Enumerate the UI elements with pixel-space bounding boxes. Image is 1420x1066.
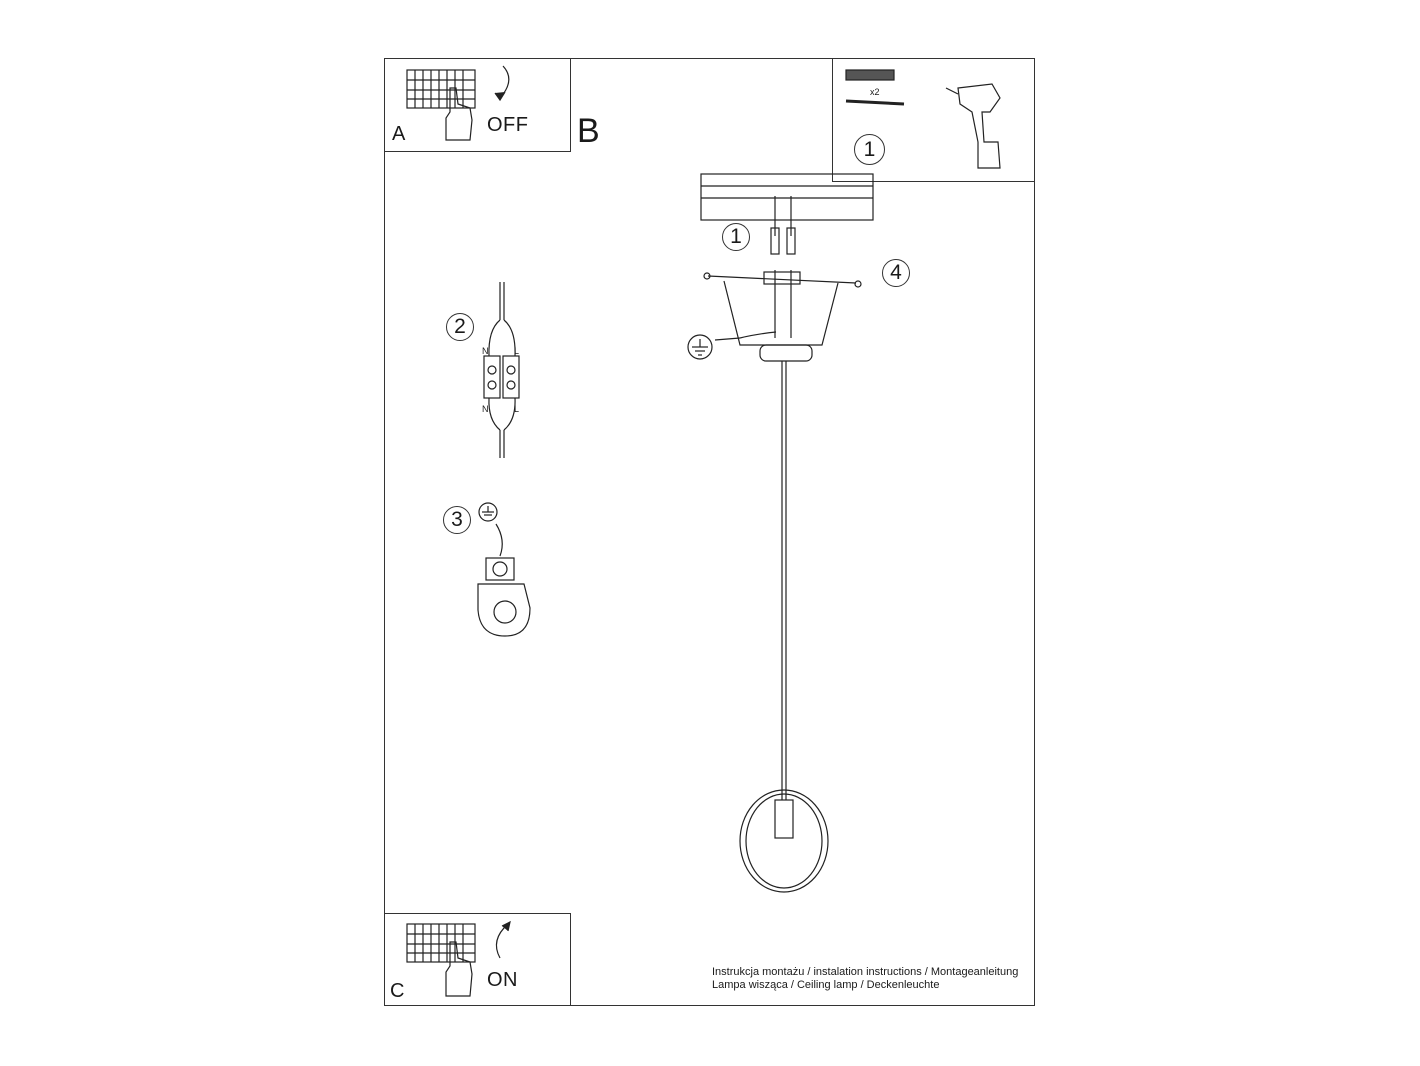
step-3-ground-callout: 3: [443, 506, 471, 534]
hand-icon: [445, 941, 473, 997]
terminal-n-top: N: [482, 346, 489, 356]
drill-icon: [945, 83, 1001, 169]
panel-c-label: C: [390, 980, 405, 1002]
ground-symbol-icon: [478, 502, 498, 522]
dowel-icon: [786, 227, 796, 255]
step-1-dowel-callout: 1: [722, 223, 750, 251]
hand-icon: [445, 87, 473, 141]
terminal-l-bottom: L: [514, 404, 520, 414]
ceiling-slab: [700, 173, 874, 221]
on-label: ON: [487, 969, 518, 991]
footer-line-2: Lampa wisząca / Ceiling lamp / Deckenleu…: [712, 979, 940, 991]
quantity-label: x2: [870, 87, 880, 97]
switch-panel-icon: [406, 69, 476, 109]
ground-symbol-icon: [687, 334, 713, 360]
off-label: OFF: [487, 114, 529, 136]
footer-caption: Instrukcja montażu / instalation instruc…: [712, 966, 1018, 992]
lamp-socket: [774, 799, 794, 839]
step-4-screw-callout: 4: [882, 259, 910, 287]
lamp-ring: [739, 789, 829, 893]
terminal-n-bottom: N: [482, 404, 489, 414]
panel-b-label: B: [577, 112, 600, 150]
panel-a-label: A: [392, 123, 406, 145]
instruction-sheet: [384, 58, 1035, 1006]
terminal-l-top: L: [514, 346, 520, 356]
dowel-icon: [845, 69, 905, 106]
dowel-icon: [770, 227, 780, 255]
terminal-block-icon: [483, 282, 520, 458]
ground-clamp-icon: [477, 523, 531, 637]
canopy: [723, 280, 839, 346]
step-1-tools-callout: 1: [854, 134, 885, 165]
switch-panel-icon: [406, 923, 476, 963]
step-2-wiring-callout: 2: [446, 313, 474, 341]
footer-line-1: Instrukcja montażu / instalation instruc…: [712, 966, 1019, 978]
